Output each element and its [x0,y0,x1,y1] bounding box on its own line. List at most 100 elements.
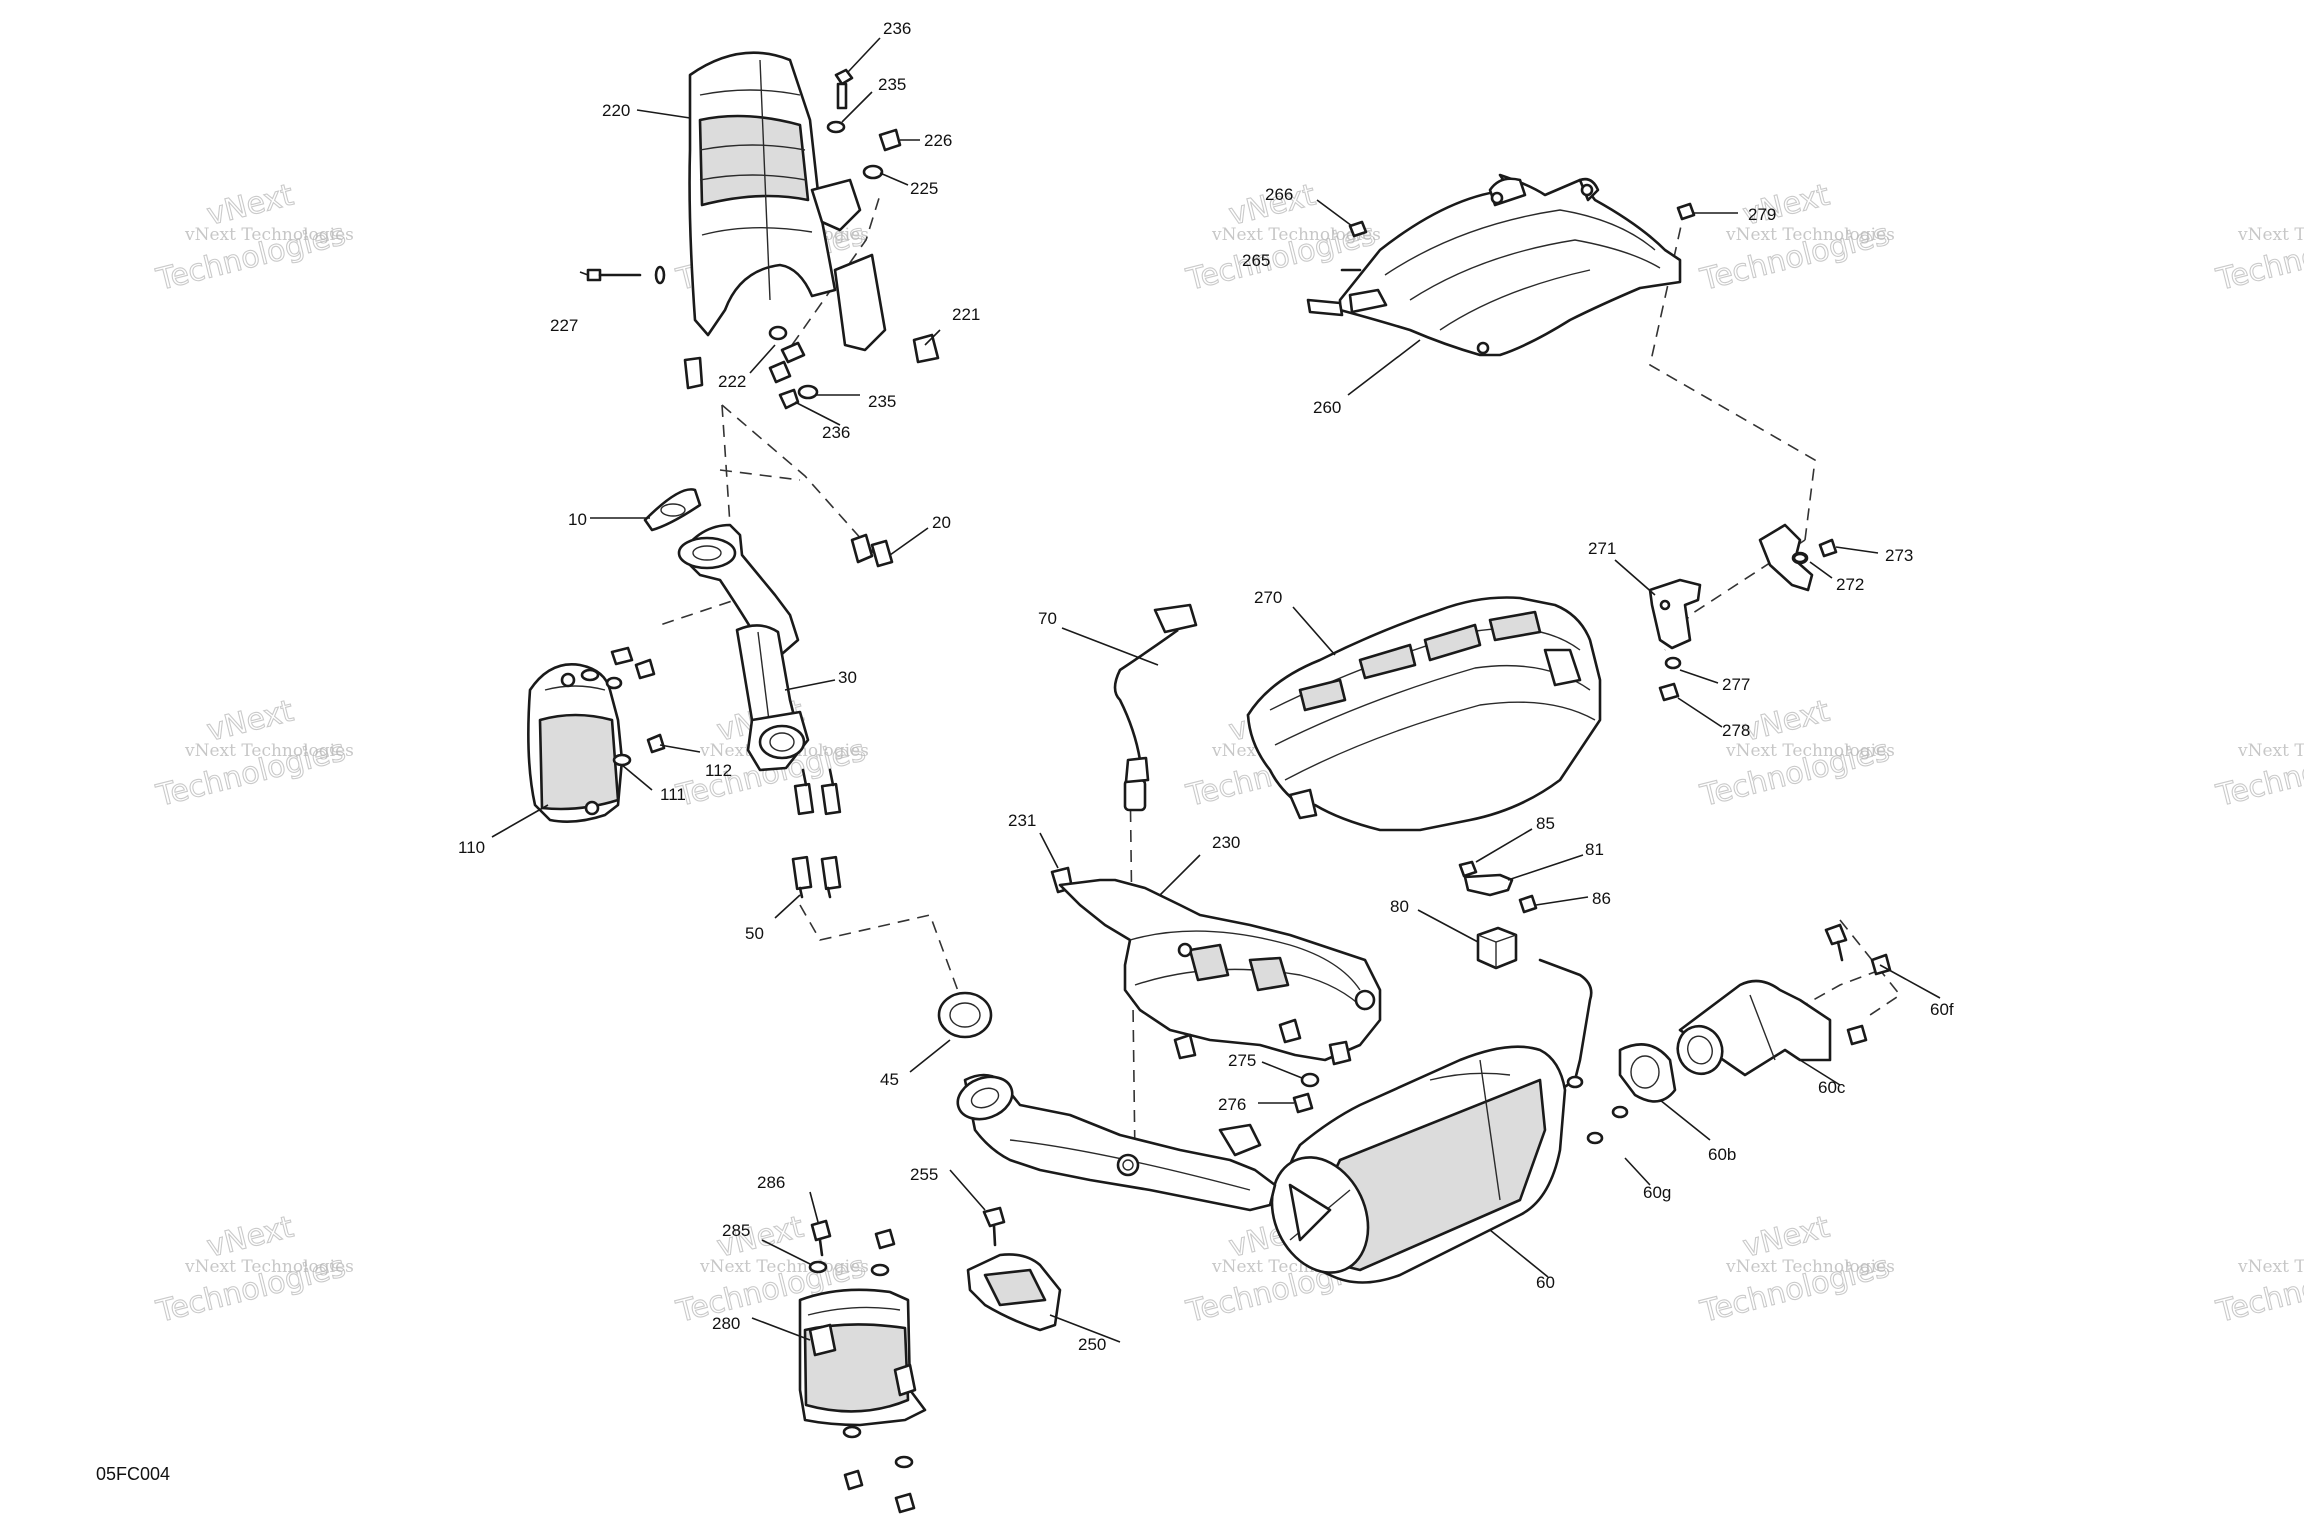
callout-226: 226 [924,131,952,150]
callout-236-top: 236 [883,19,911,38]
callout-221: 221 [952,305,980,324]
muffler-60 [1270,958,1593,1284]
callout-273: 273 [1885,546,1913,565]
watermark-bottom-right: vNext Technologies vNext Technologies [1696,1209,1895,1331]
seal-45 [937,991,993,1039]
o2-sensor-70 [1113,603,1198,812]
watermark-top-left: vNext Technologies vNext Technologies [152,177,354,299]
callout-230: 230 [1212,833,1240,852]
fasteners-220-group [586,68,940,410]
callout-279: 279 [1748,205,1776,224]
fasteners-60f-60g [1566,923,1892,1145]
svg-text:vNext Technologies: vNext Technologies [2237,225,2304,245]
watermark-mid-right: vNext Technologies vNext Technologies [1696,693,1895,815]
fasteners-110 [580,646,666,767]
callout-255: 255 [910,1165,938,1184]
callout-60g: 60g [1643,1183,1671,1202]
callout-271: 271 [1588,539,1616,558]
callout-45: 45 [880,1070,899,1089]
watermark-top-edge: vNext Technologies Technologies [2212,217,2304,299]
heat-shield-230 [1058,878,1382,1066]
callout-labels: 236 235 226 225 220 227 222 221 235 236 … [458,19,1954,1354]
fasteners-275-276 [1292,1072,1320,1114]
callout-270: 270 [1254,588,1282,607]
lower-shield-280 [798,1288,927,1427]
gasket-10 [643,488,702,532]
diagram-code: 05FC004 [96,1464,170,1484]
callout-85: 85 [1536,814,1555,833]
callout-275: 275 [1228,1051,1256,1070]
fasteners-277-278 [1658,656,1682,702]
callout-266: 266 [1265,185,1293,204]
heat-shield-260 [1306,173,1682,357]
watermark-bottom-edge: vNext Technologies Technologies [2212,1249,2304,1331]
callout-10: 10 [568,510,587,529]
fasteners-285-286 [808,1219,896,1277]
watermark-mid-left: vNext Technologies vNext Technologies [152,693,354,815]
svg-text:vNext Technologies: vNext Technologies [184,741,354,761]
flange-60b [1618,1043,1677,1103]
watermarks: vNext Technologies vNext Technologies vN… [152,177,2304,1331]
fasteners-280-bottom [842,1425,916,1514]
callout-225: 225 [910,179,938,198]
callout-20: 20 [932,513,951,532]
svg-text:vNext Technologies: vNext Technologies [1211,225,1381,245]
fasteners-260-group [1340,202,1696,272]
callout-231: 231 [1008,811,1036,830]
callout-60c: 60c [1818,1078,1846,1097]
svg-text:vNext Technologies: vNext Technologies [1725,225,1895,245]
callout-112: 112 [705,761,732,780]
callout-235-bottom: 235 [868,392,896,411]
callout-110: 110 [458,838,485,857]
callout-250: 250 [1078,1335,1106,1354]
svg-text:vNext Technologies: vNext Technologies [699,1257,869,1277]
callout-60f: 60f [1930,1000,1954,1019]
callout-70: 70 [1038,609,1057,628]
fastener-255 [982,1206,1006,1247]
callout-285: 285 [722,1221,750,1240]
heat-shield-220 [683,51,887,390]
watermark-top-right: vNext Technologies vNext Technologies [1696,177,1895,299]
callout-222: 222 [718,372,746,391]
callout-86: 86 [1592,889,1611,908]
svg-text:vNext Technologies: vNext Technologies [2237,741,2304,761]
fasteners-272-273 [1792,538,1838,564]
callout-227: 227 [550,316,578,335]
callout-277: 277 [1722,675,1750,694]
watermark-bottom-left: vNext Technologies vNext Technologies [152,1209,354,1331]
callout-80: 80 [1390,897,1409,916]
fasteners-85-86 [1458,860,1538,914]
exhaust-pipe [956,1073,1277,1212]
callout-60b: 60b [1708,1145,1736,1164]
callout-236-bottom: 236 [822,423,850,442]
svg-text:vNext Technologies: vNext Technologies [184,225,354,245]
svg-text:vNext Technologies: vNext Technologies [2237,1257,2304,1277]
side-shield-110 [527,662,624,823]
leader-lines [491,37,1941,1343]
callout-265: 265 [1242,251,1270,270]
callout-276: 276 [1218,1095,1246,1114]
heat-shield-250 [966,1253,1062,1332]
svg-text:vNext Technologies: vNext Technologies [184,1257,354,1277]
callout-60: 60 [1536,1273,1555,1292]
callout-235-top: 235 [878,75,906,94]
callout-220: 220 [602,101,630,120]
bracket-81 [1463,873,1514,897]
svg-text:vNext Technologies: vNext Technologies [1725,741,1895,761]
callout-286: 286 [757,1173,785,1192]
svg-text:vNext Technologies: vNext Technologies [1725,1257,1895,1277]
bracket-271 [1648,578,1702,650]
watermark-mid-edge: vNext Technologies Technologies [2212,733,2304,815]
callout-272: 272 [1836,575,1864,594]
tailpipe-60c [1676,979,1832,1077]
exhaust-manifold-30 [677,523,810,772]
callout-50: 50 [745,924,764,943]
callout-111: 111 [660,785,686,804]
block-80 [1476,926,1518,970]
callout-280: 280 [712,1314,740,1333]
callout-81: 81 [1585,840,1604,859]
cat-heat-shield-270 [1246,596,1602,832]
studs-50 [791,768,842,899]
nuts-20 [850,533,894,568]
